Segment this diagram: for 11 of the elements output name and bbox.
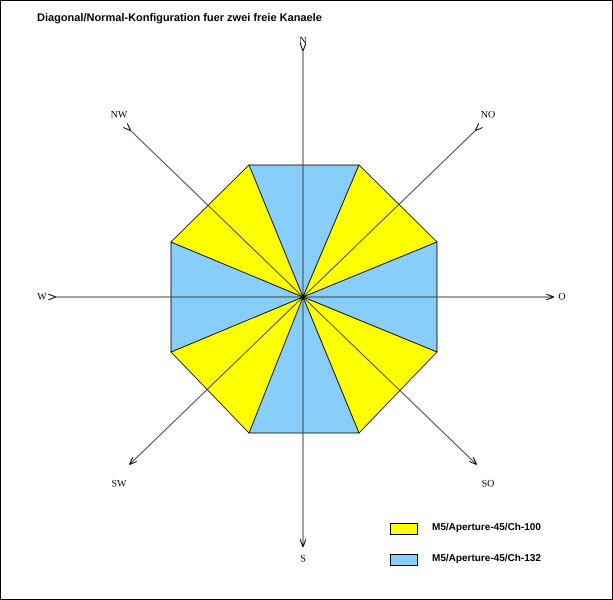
compass-label: NO bbox=[480, 110, 496, 120]
compass-label: O bbox=[558, 292, 566, 302]
legend-label: M5/Aperture-45/Ch-132 bbox=[432, 553, 541, 564]
legend-label: M5/Aperture-45/Ch-100 bbox=[432, 522, 541, 533]
compass-label: NW bbox=[110, 110, 128, 120]
compass-label: N bbox=[299, 36, 307, 46]
compass-label: SW bbox=[112, 478, 126, 490]
compass-label: S bbox=[300, 554, 306, 564]
compass-label: SO bbox=[482, 478, 494, 490]
compass-label: W bbox=[37, 292, 47, 302]
diagram-title: Diagonal/Normal-Konfiguration fuer zwei freie Kanaele bbox=[37, 12, 322, 24]
